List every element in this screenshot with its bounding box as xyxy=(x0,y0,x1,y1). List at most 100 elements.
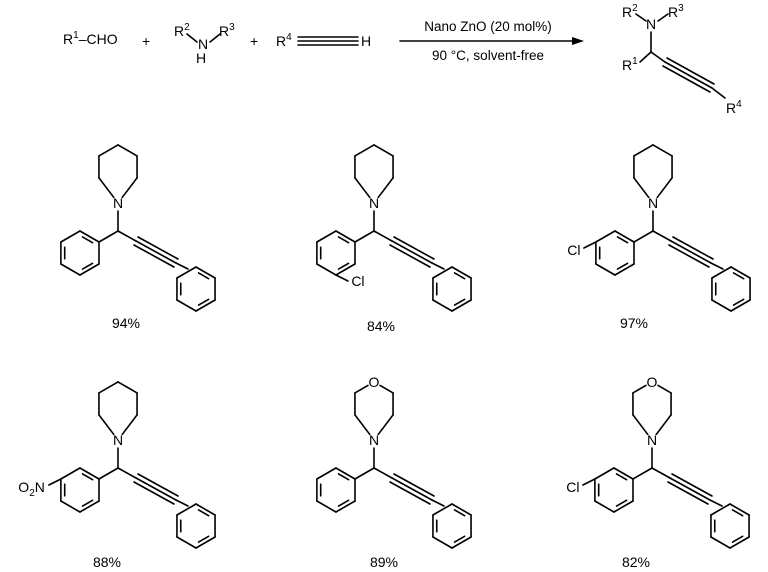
yield-label-3: 97% xyxy=(620,315,648,331)
aryl-ring-bond xyxy=(613,467,634,480)
aryl-ring-bond xyxy=(316,263,337,276)
aryl-ring-bond xyxy=(595,230,616,243)
ch-alkyne-bond xyxy=(651,467,671,479)
aryl-ring-bond xyxy=(595,263,616,276)
amine-hydrogen: H xyxy=(196,50,206,66)
catalyst-label: Nano ZnO (20 mol%) xyxy=(424,19,552,34)
aryl-ring-bond xyxy=(316,230,337,243)
aryl-ring-double-bond xyxy=(337,236,350,244)
aryl-ring-bond xyxy=(79,263,100,276)
phenyl-ring-bond xyxy=(432,536,453,549)
aldehyde-reactant: R1–CHO xyxy=(63,30,118,47)
phenyl-ring-double-bond xyxy=(453,535,466,543)
alkyne-bond xyxy=(389,481,431,505)
phenyl-ring-double-bond xyxy=(732,298,745,306)
aryl-ring-double-bond xyxy=(615,499,628,507)
alkyne-phenyl-bond xyxy=(431,262,445,270)
phenyl-ring-bond xyxy=(710,503,731,516)
c-cl-bond xyxy=(335,274,349,282)
c-cl-bond xyxy=(583,241,597,249)
phenyl-ring-bond xyxy=(451,299,472,312)
aryl-ring-double-bond xyxy=(81,499,94,507)
phenyl-ring-bond xyxy=(710,536,731,549)
svg-text:R1: R1 xyxy=(622,56,638,73)
ch-aryl-bond xyxy=(98,467,119,480)
compound-2: NCl xyxy=(316,144,472,312)
ch-alkyne-bond xyxy=(373,467,393,479)
svg-text:R3: R3 xyxy=(219,22,235,39)
alkyne-bond xyxy=(133,244,175,268)
alkyne-phenyl-bond xyxy=(175,499,189,507)
phenyl-ring-bond xyxy=(451,503,472,516)
phenyl-ring-bond xyxy=(176,503,197,516)
compound-3: NCl xyxy=(567,144,751,312)
aryl-ring-bond xyxy=(594,500,615,513)
alkyne-bond xyxy=(389,244,431,268)
morpholine-ring-bond xyxy=(354,384,369,394)
alkyne-bond xyxy=(391,240,433,264)
yield-label-6: 82% xyxy=(622,554,650,570)
morpholine-ring-bond xyxy=(657,384,672,394)
aryl-ring-bond xyxy=(60,230,81,243)
reaction-equation: R1–CHO + R2 R3 N H + R4 H Nano ZnO (20 m… xyxy=(63,3,742,116)
plus-sign-1: + xyxy=(142,33,150,49)
aryl-ring-bond xyxy=(79,500,100,513)
ch-aryl-bond xyxy=(354,230,375,243)
phenyl-ring-double-bond xyxy=(732,272,745,280)
ring-nitrogen: N xyxy=(648,195,658,211)
ring-oxygen: O xyxy=(647,374,658,390)
svg-text:R2: R2 xyxy=(174,22,190,39)
ring-nitrogen: N xyxy=(113,195,123,211)
compound-1: N xyxy=(60,144,216,312)
aryl-ring-bond xyxy=(60,467,81,480)
amine-nitrogen: N xyxy=(198,36,208,52)
morpholine-ring-bond xyxy=(632,414,649,436)
reaction-arrow: Nano ZnO (20 mol%) 90 °C, solvent-free xyxy=(399,19,584,63)
nitro-substituent: O2N xyxy=(18,479,45,499)
alkyne-bond xyxy=(667,481,709,505)
yield-label-4: 88% xyxy=(93,554,121,570)
phenyl-ring-double-bond xyxy=(731,509,744,517)
aryl-ring-double-bond xyxy=(337,262,350,270)
chloro-substituent: Cl xyxy=(566,479,579,495)
aryl-ring-bond xyxy=(594,467,615,480)
ch-aryl-bond xyxy=(632,467,653,480)
alkyne-reactant: R4 H xyxy=(276,32,371,49)
ch-alkyne-bond xyxy=(117,467,137,479)
yield-label-2: 84% xyxy=(367,318,395,334)
ch-alkyne-bond xyxy=(373,230,393,242)
alkyne-bond xyxy=(672,236,714,260)
svg-text:R2: R2 xyxy=(622,3,638,20)
product-nitrogen: N xyxy=(646,16,656,32)
compound-4: N O2N xyxy=(18,381,216,549)
phenyl-ring-bond xyxy=(176,299,197,312)
morpholine-ring-bond xyxy=(379,384,394,394)
compound-5: NO xyxy=(316,374,472,549)
svg-text:R4: R4 xyxy=(276,32,292,49)
phenyl-ring-bond xyxy=(730,266,751,279)
conditions-label: 90 °C, solvent-free xyxy=(432,48,544,63)
piperidine-ring-bond xyxy=(98,177,115,199)
ch-aryl-bond xyxy=(633,230,654,243)
phenyl-ring-bond xyxy=(432,503,453,516)
phenyl-ring-double-bond xyxy=(197,535,210,543)
aryl-ring-bond xyxy=(614,263,635,276)
yield-label-5: 89% xyxy=(370,554,398,570)
piperidine-ring-bond xyxy=(354,144,375,157)
alkyne-phenyl-bond xyxy=(709,499,723,507)
phenyl-ring-double-bond xyxy=(453,509,466,517)
piperidine-ring-bond xyxy=(377,177,394,199)
chloro-substituent: Cl xyxy=(351,273,364,289)
piperidine-ring-bond xyxy=(117,381,138,394)
phenyl-ring-bond xyxy=(432,266,453,279)
aryl-ring-double-bond xyxy=(81,236,94,244)
ring-oxygen: O xyxy=(369,374,380,390)
alkyne-bond xyxy=(671,473,713,497)
aryl-ring-double-bond xyxy=(616,262,629,270)
ring-nitrogen: N xyxy=(113,432,123,448)
svg-text:H: H xyxy=(361,33,371,49)
phenyl-ring-bond xyxy=(195,536,216,549)
alkyne-bond xyxy=(391,477,433,501)
amine-reactant: R2 R3 N H xyxy=(174,22,235,66)
